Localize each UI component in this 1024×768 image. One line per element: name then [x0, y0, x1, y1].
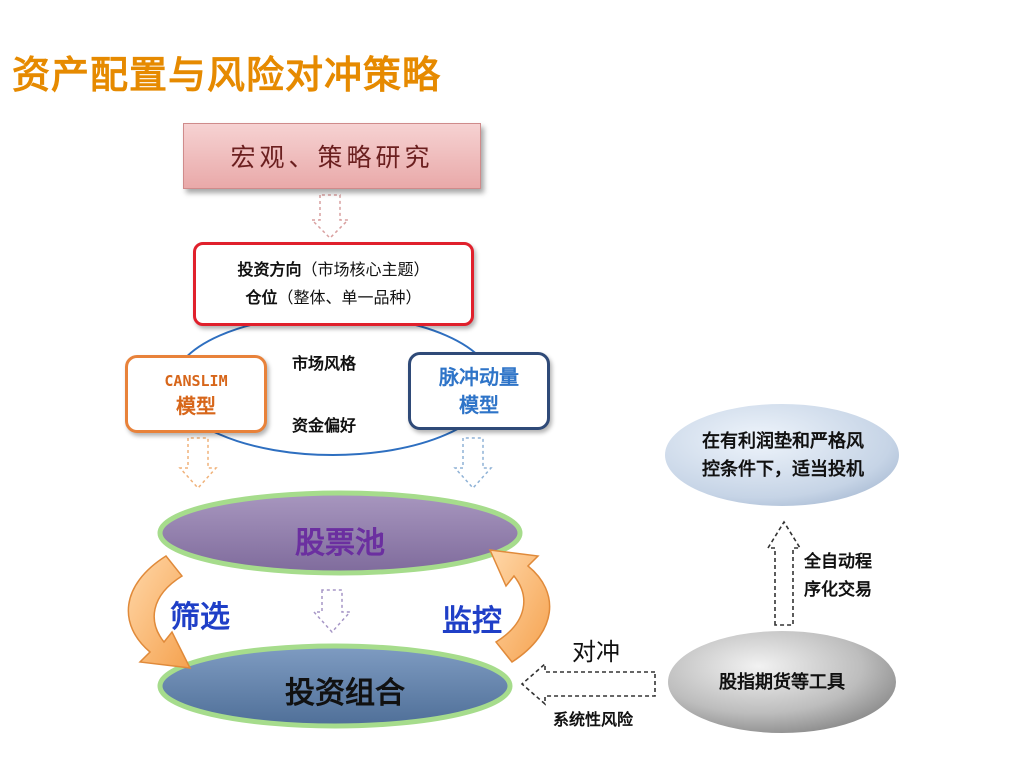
canslim-model-label: 模型 [176, 394, 216, 418]
direction-label: 投资方向 [237, 260, 302, 279]
auto-trading-line-1: 全自动程 [804, 552, 872, 572]
screen-curved-arrow [127, 555, 192, 669]
canslim-name: CANSLIM [164, 372, 228, 390]
stock-pool-ellipse [157, 490, 523, 576]
position-detail: （整体、单一品种） [277, 288, 422, 307]
stock-pool-label: 股票池 [295, 526, 385, 561]
momentum-model-label: 模型 [459, 393, 499, 417]
market-style-label: 市场风格 [292, 354, 357, 373]
research-box: 宏观、策略研究 [183, 123, 481, 189]
speculation-ellipse [663, 402, 901, 508]
speculation-label: 在有利润垫和严格风 控条件下，适当投机 [668, 428, 898, 484]
screen-label: 筛选 [170, 600, 230, 635]
canslim-model-box: CANSLIM 模型 [125, 355, 267, 433]
monitor-label: 监控 [442, 604, 502, 639]
speculation-line-1: 在有利润垫和严格风 [702, 431, 864, 452]
page-title: 资产配置与风险对冲策略 [12, 52, 442, 97]
portfolio-label: 投资组合 [285, 676, 405, 711]
arrow-momentum-down [453, 437, 493, 490]
momentum-name: 脉冲动量 [439, 365, 519, 389]
auto-trading-line-2: 序化交易 [804, 580, 872, 600]
capital-preference-label: 资金偏好 [292, 416, 357, 435]
systemic-risk-label: 系统性风险 [553, 710, 634, 729]
direction-line-1: 投资方向（市场核心主题） [237, 256, 429, 284]
portfolio-ellipse [157, 643, 513, 729]
position-label: 仓位 [245, 288, 278, 307]
momentum-model-box: 脉冲动量 模型 [408, 352, 550, 430]
futures-ellipse [666, 629, 898, 735]
futures-tools-label: 股指期货等工具 [719, 672, 845, 693]
hedge-arrow [520, 662, 656, 706]
arrow-canslim-down [178, 437, 218, 490]
auto-trading-label: 全自动程 序化交易 [804, 548, 872, 604]
hedge-label: 对冲 [572, 638, 620, 666]
direction-line-2: 仓位（整体、单一品种） [245, 284, 421, 312]
direction-box: 投资方向（市场核心主题） 仓位（整体、单一品种） [193, 242, 474, 326]
monitor-curved-arrow [488, 549, 551, 664]
auto-trading-arrow [766, 520, 802, 626]
speculation-line-2: 控条件下，适当投机 [702, 459, 864, 480]
arrow-research-to-direction [310, 194, 350, 240]
direction-detail: （市场核心主题） [301, 260, 430, 279]
arrow-pool-to-portfolio [312, 589, 352, 634]
